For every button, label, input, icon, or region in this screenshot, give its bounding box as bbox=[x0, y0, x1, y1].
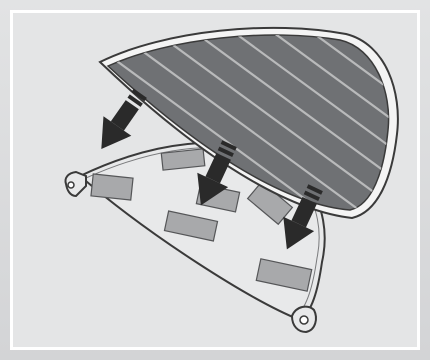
tape-strip bbox=[161, 149, 205, 170]
tape-strip bbox=[91, 174, 133, 200]
